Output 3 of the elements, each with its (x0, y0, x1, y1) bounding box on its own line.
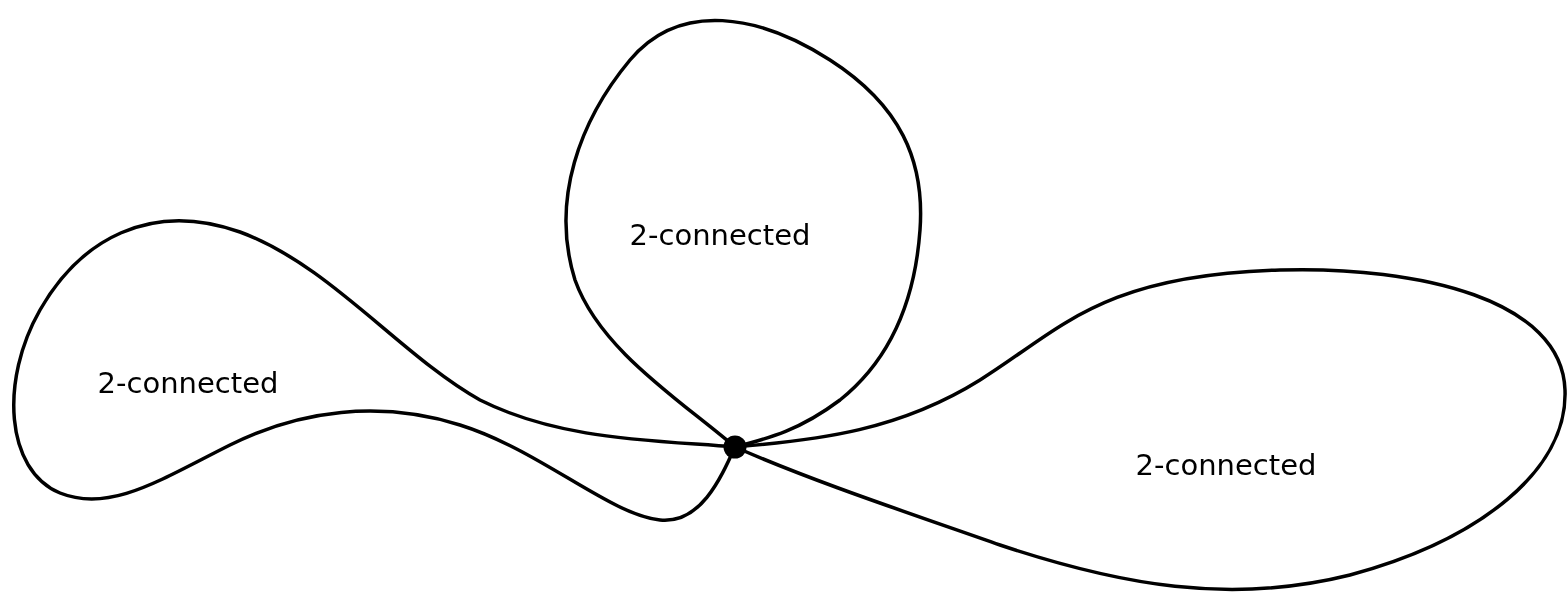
block-label: 2-connected (1135, 448, 1317, 482)
block-label: 2-connected (97, 366, 279, 400)
block-label: 2-connected (629, 218, 811, 252)
